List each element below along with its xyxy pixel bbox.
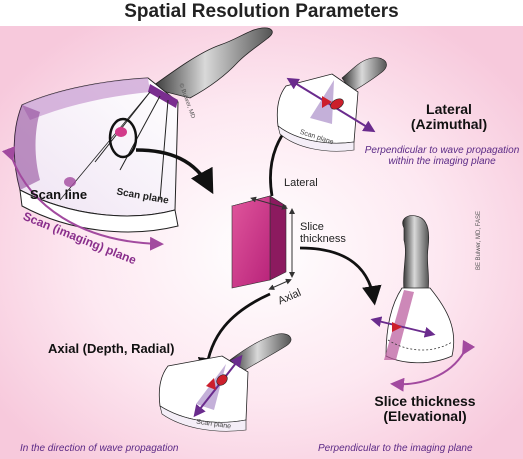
sample-volume-dot-2 xyxy=(64,177,76,187)
voxel-side xyxy=(269,195,287,281)
elevational-probe-handle xyxy=(402,215,430,291)
scan-line-label: Scan line xyxy=(30,187,88,202)
slice-thickness-arrow-label: Slice thickness xyxy=(300,221,346,245)
arrow-to-elevational xyxy=(299,246,382,306)
elevational-transducer-group xyxy=(370,215,476,392)
elevational-arrow xyxy=(370,316,436,338)
sector-shading xyxy=(22,78,150,120)
axial-sector-side xyxy=(159,405,247,432)
axial-probe-handle xyxy=(229,333,292,373)
lateral-sector-side xyxy=(277,125,355,152)
axial-transducer-group xyxy=(158,333,292,432)
author-credit: BE Bulwer, MD, FASE xyxy=(476,210,482,270)
elevational-title: Slice thickness (Elevational) xyxy=(374,393,476,424)
transducer-face xyxy=(148,84,178,108)
axial-focus xyxy=(216,374,228,386)
page-title: Spatial Resolution Parameters xyxy=(124,1,399,22)
lateral-title-text: Lateral (Azimuthal) xyxy=(410,101,488,132)
axial-red-triangle xyxy=(206,378,216,390)
voxel-front xyxy=(231,195,271,289)
lateral-red-triangle xyxy=(322,96,332,108)
lateral-dim-arrow xyxy=(250,196,288,210)
lateral-title: Lateral (Azimuthal) xyxy=(404,101,494,132)
axial-resolution-arrow xyxy=(193,354,243,418)
axial-dim-arrow xyxy=(268,278,292,290)
elevational-red-triangle xyxy=(392,322,402,332)
elevational-curve-arrow xyxy=(390,339,476,392)
lateral-focus xyxy=(330,98,344,110)
main-probe-handle xyxy=(149,27,273,99)
elevational-description: Perpendicular to the imaging plane xyxy=(318,443,473,454)
lateral-description: Perpendicular to wave propagation within… xyxy=(364,145,520,167)
lateral-arrow-label: Lateral xyxy=(284,177,318,189)
sample-volume-dot xyxy=(115,127,127,137)
main-transducer-group xyxy=(1,27,273,251)
axial-title: Axial (Depth, Radial) xyxy=(48,341,175,356)
scan-plane-curve-arrow xyxy=(1,146,164,251)
lateral-transducer-group xyxy=(276,57,387,152)
voxel-group xyxy=(197,111,382,378)
axial-description: In the direction of wave propagation xyxy=(20,443,179,454)
